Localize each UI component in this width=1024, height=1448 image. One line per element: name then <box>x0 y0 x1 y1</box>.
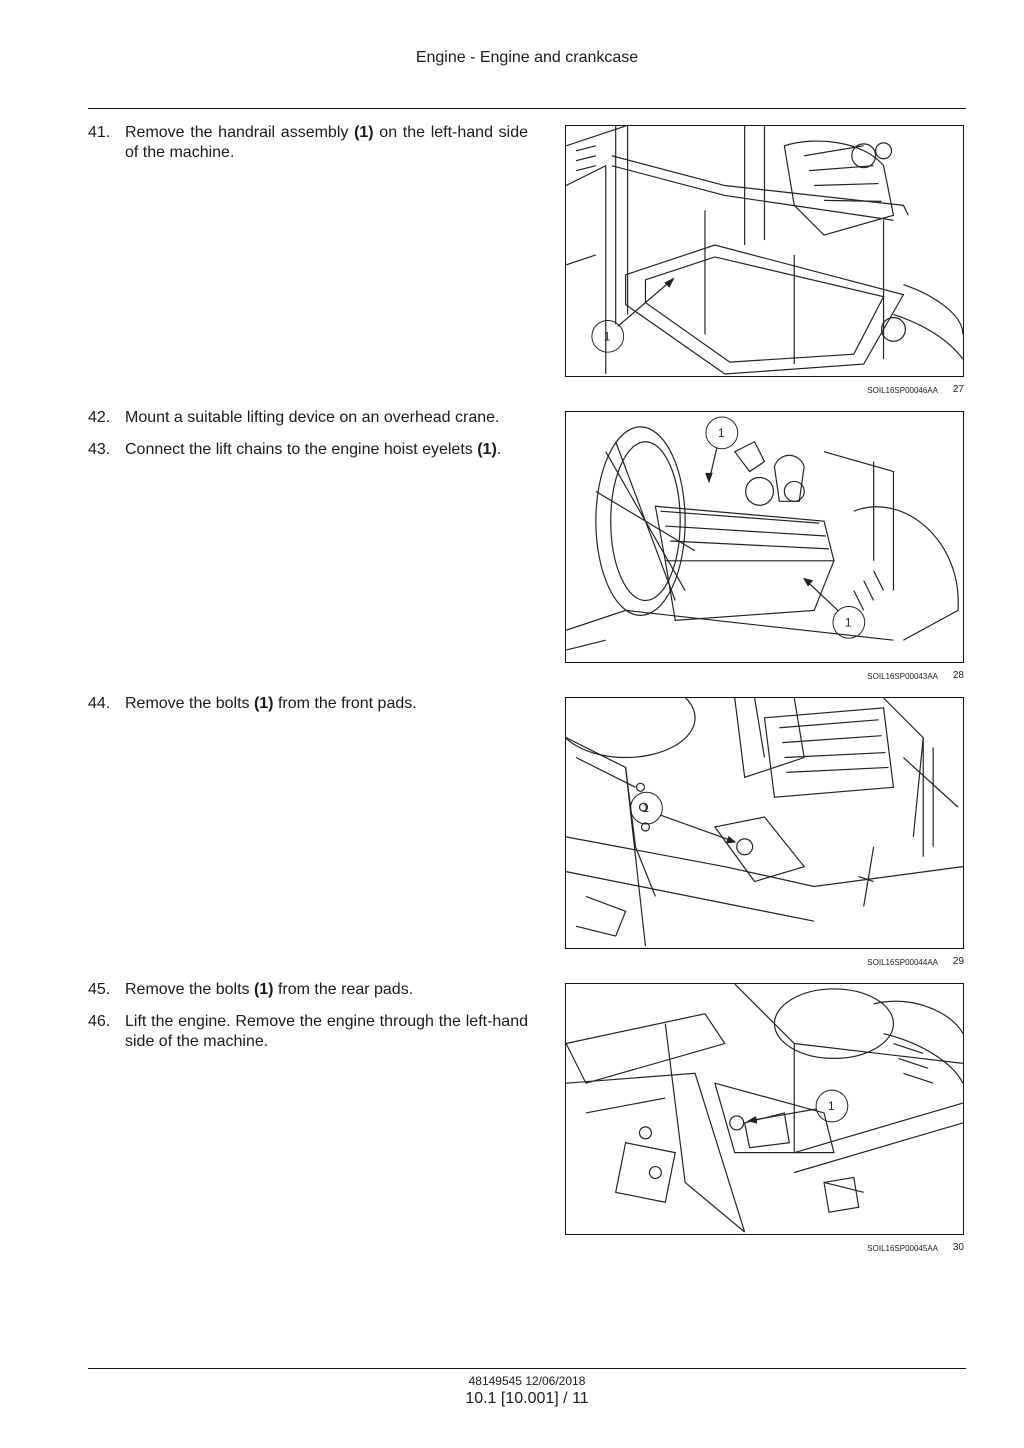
step-number: 44. <box>88 695 111 712</box>
step-text: Lift the engine. Remove the engine throu… <box>125 1013 528 1050</box>
step-42: 42. Mount a suitable lifting device on a… <box>88 408 528 428</box>
step-number: 43. <box>88 441 111 458</box>
figure-29-front-pads: 1 <box>565 697 964 949</box>
step-text: Remove the bolts (1) from the rear pads. <box>125 981 414 998</box>
step-number: 41. <box>88 124 111 141</box>
callout-label: 1 <box>604 329 611 343</box>
figure-code: SOIL16SP00045AA <box>867 1244 938 1253</box>
callout-label: 1 <box>845 615 852 629</box>
step-41: 41. Remove the handrail assembly (1) on … <box>88 123 528 163</box>
step-text: Mount a suitable lifting device on an ov… <box>125 409 500 426</box>
figure-number: 27 <box>952 384 964 395</box>
figure-30-rear-pads: 1 <box>565 983 964 1235</box>
figure-code: SOIL16SP00043AA <box>867 672 938 681</box>
callout-label: 1 <box>642 801 649 815</box>
figure-number: 28 <box>952 670 964 681</box>
callout-label: 1 <box>828 1099 835 1113</box>
figure-27-handrail: 1 <box>565 125 964 377</box>
step-text: Remove the handrail assembly (1) on the … <box>125 124 529 161</box>
step-45: 45. Remove the bolts (1) from the rear p… <box>88 980 528 1000</box>
step-number: 42. <box>88 409 111 426</box>
step-text: Remove the bolts (1) from the front pads… <box>125 695 417 712</box>
step-text: Connect the lift chains to the engine ho… <box>125 441 502 458</box>
figure-28-caption: SOIL16SP00043AA 28 <box>565 670 966 684</box>
figure-number: 30 <box>952 1242 964 1253</box>
step-number: 45. <box>88 981 111 998</box>
figure-27-caption: SOIL16SP00046AA 27 <box>565 384 966 398</box>
figure-28-engine-eyelets: 1 1 <box>565 411 964 663</box>
footer-doc-reference: 48149545 12/06/2018 <box>468 1374 586 1388</box>
page-header-title: Engine - Engine and crankcase <box>415 49 639 66</box>
step-number: 46. <box>88 1013 111 1030</box>
step-44: 44. Remove the bolts (1) from the front … <box>88 694 528 714</box>
figure-30-caption: SOIL16SP00045AA 30 <box>565 1242 966 1256</box>
step-46: 46. Lift the engine. Remove the engine t… <box>88 1012 528 1052</box>
figure-29-caption: SOIL16SP00044AA 29 <box>565 956 966 970</box>
footer-rule <box>88 1368 966 1369</box>
figure-code: SOIL16SP00044AA <box>867 958 938 967</box>
header-rule <box>88 108 966 109</box>
step-43: 43. Connect the lift chains to the engin… <box>88 440 528 460</box>
callout-label: 1 <box>718 426 725 440</box>
footer-page-number: 10.1 [10.001] / 11 <box>465 1390 589 1407</box>
figure-number: 29 <box>952 956 964 967</box>
figure-code: SOIL16SP00046AA <box>867 386 938 395</box>
